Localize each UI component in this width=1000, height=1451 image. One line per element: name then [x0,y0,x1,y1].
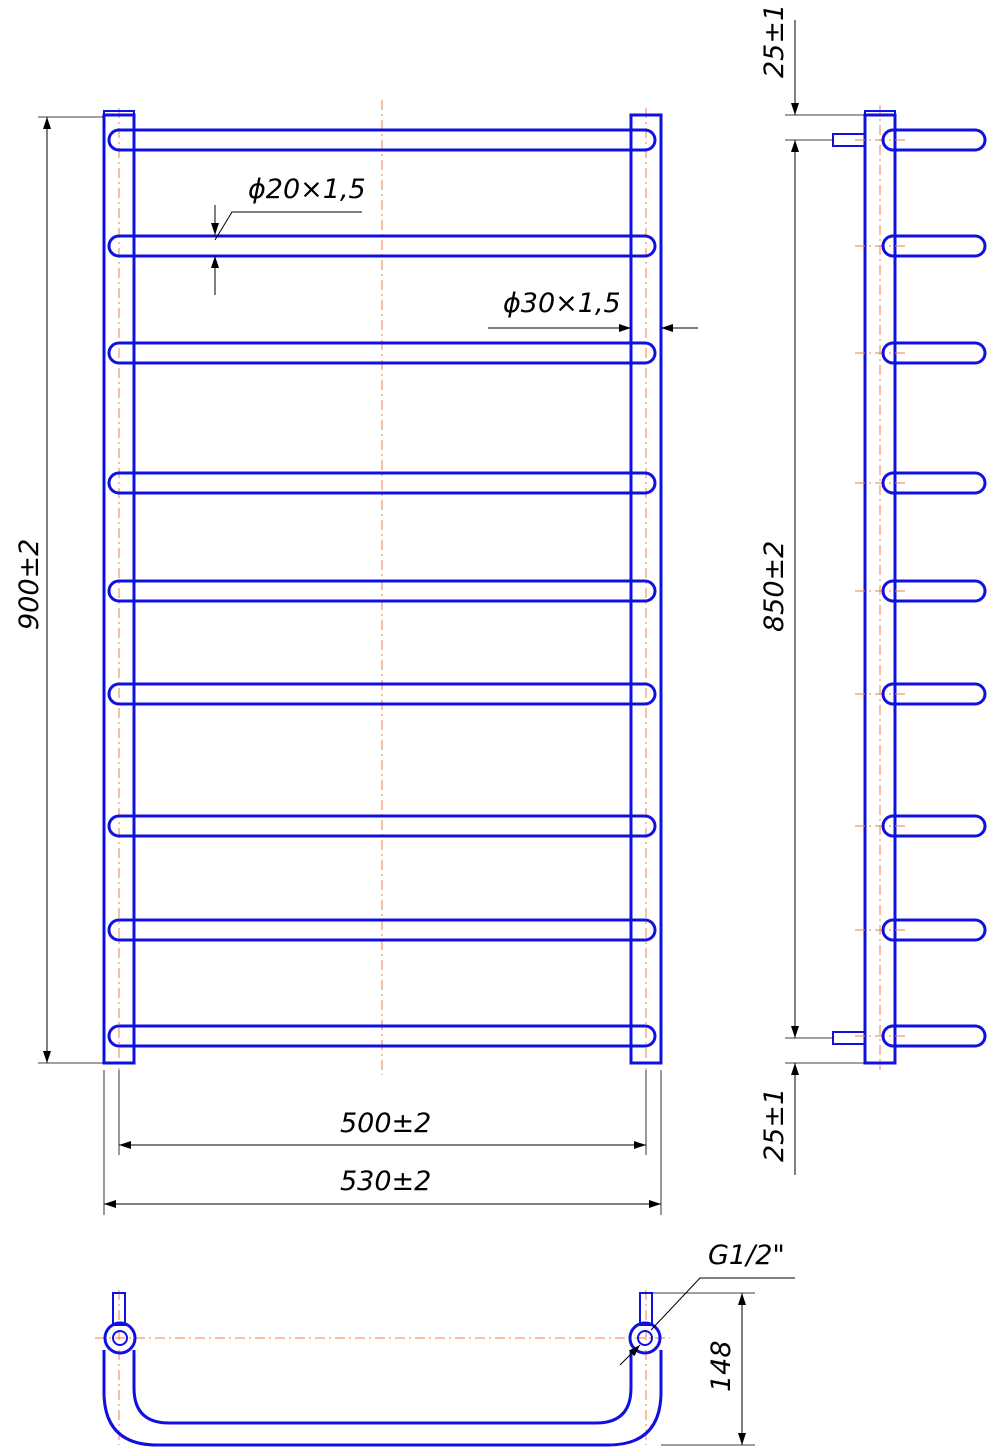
top-pin-left [112,1292,126,1326]
top-offset-label: 25±1 [759,4,790,78]
top-view: G1/2" 148 [95,1240,795,1447]
left-riser-bore [112,1330,128,1346]
right-riser-bore [637,1330,653,1346]
front-rung [107,682,657,706]
overall-width-label: 530±2 [340,1166,431,1197]
u-rail-outer [102,1350,663,1447]
u-rail-inner [132,1350,633,1425]
side-rung [881,1024,987,1048]
front-rung [107,579,657,603]
depth-label: 148 [706,1340,737,1392]
side-rung [881,471,987,495]
front-rung [107,128,657,152]
front-rung [107,814,657,838]
left-riser-cap [103,110,135,116]
side-rung [881,341,987,365]
front-view: 900±2 500±2 530±2 ϕ20×1,5 ϕ30×1,5 [14,100,698,1215]
left-riser-section [103,1321,137,1355]
side-rung [881,814,987,838]
rail-leader [214,211,362,241]
front-rung [107,1024,657,1048]
thread-label: G1/2" [708,1240,785,1271]
front-rung [107,918,657,942]
front-rung [107,341,657,365]
front-rungs [107,128,657,1048]
overall-height-label: 900±2 [14,539,45,630]
front-rung [107,471,657,495]
side-rung [881,682,987,706]
thread-arrow [619,1344,641,1366]
top-pin-right [639,1292,653,1326]
center-height-label: 850±2 [759,541,790,632]
side-rung [881,128,987,152]
rail-pipe-label: ϕ20×1,5 [248,174,366,205]
side-rung [881,234,987,258]
front-rung [107,234,657,258]
side-rung [881,579,987,603]
bottom-offset-label: 25±1 [759,1088,790,1162]
side-rung [881,918,987,942]
side-view: 25±1 850±2 25±1 [759,4,987,1175]
thread-leader [650,1277,795,1331]
inner-width-label: 500±2 [340,1108,431,1139]
riser-pipe-label: ϕ30×1,5 [503,288,621,319]
side-rungs [855,128,987,1048]
wall-pin-bottom [832,1031,866,1045]
right-riser-section [628,1321,662,1355]
right-riser [629,113,663,1065]
side-riser-cap [864,110,896,116]
